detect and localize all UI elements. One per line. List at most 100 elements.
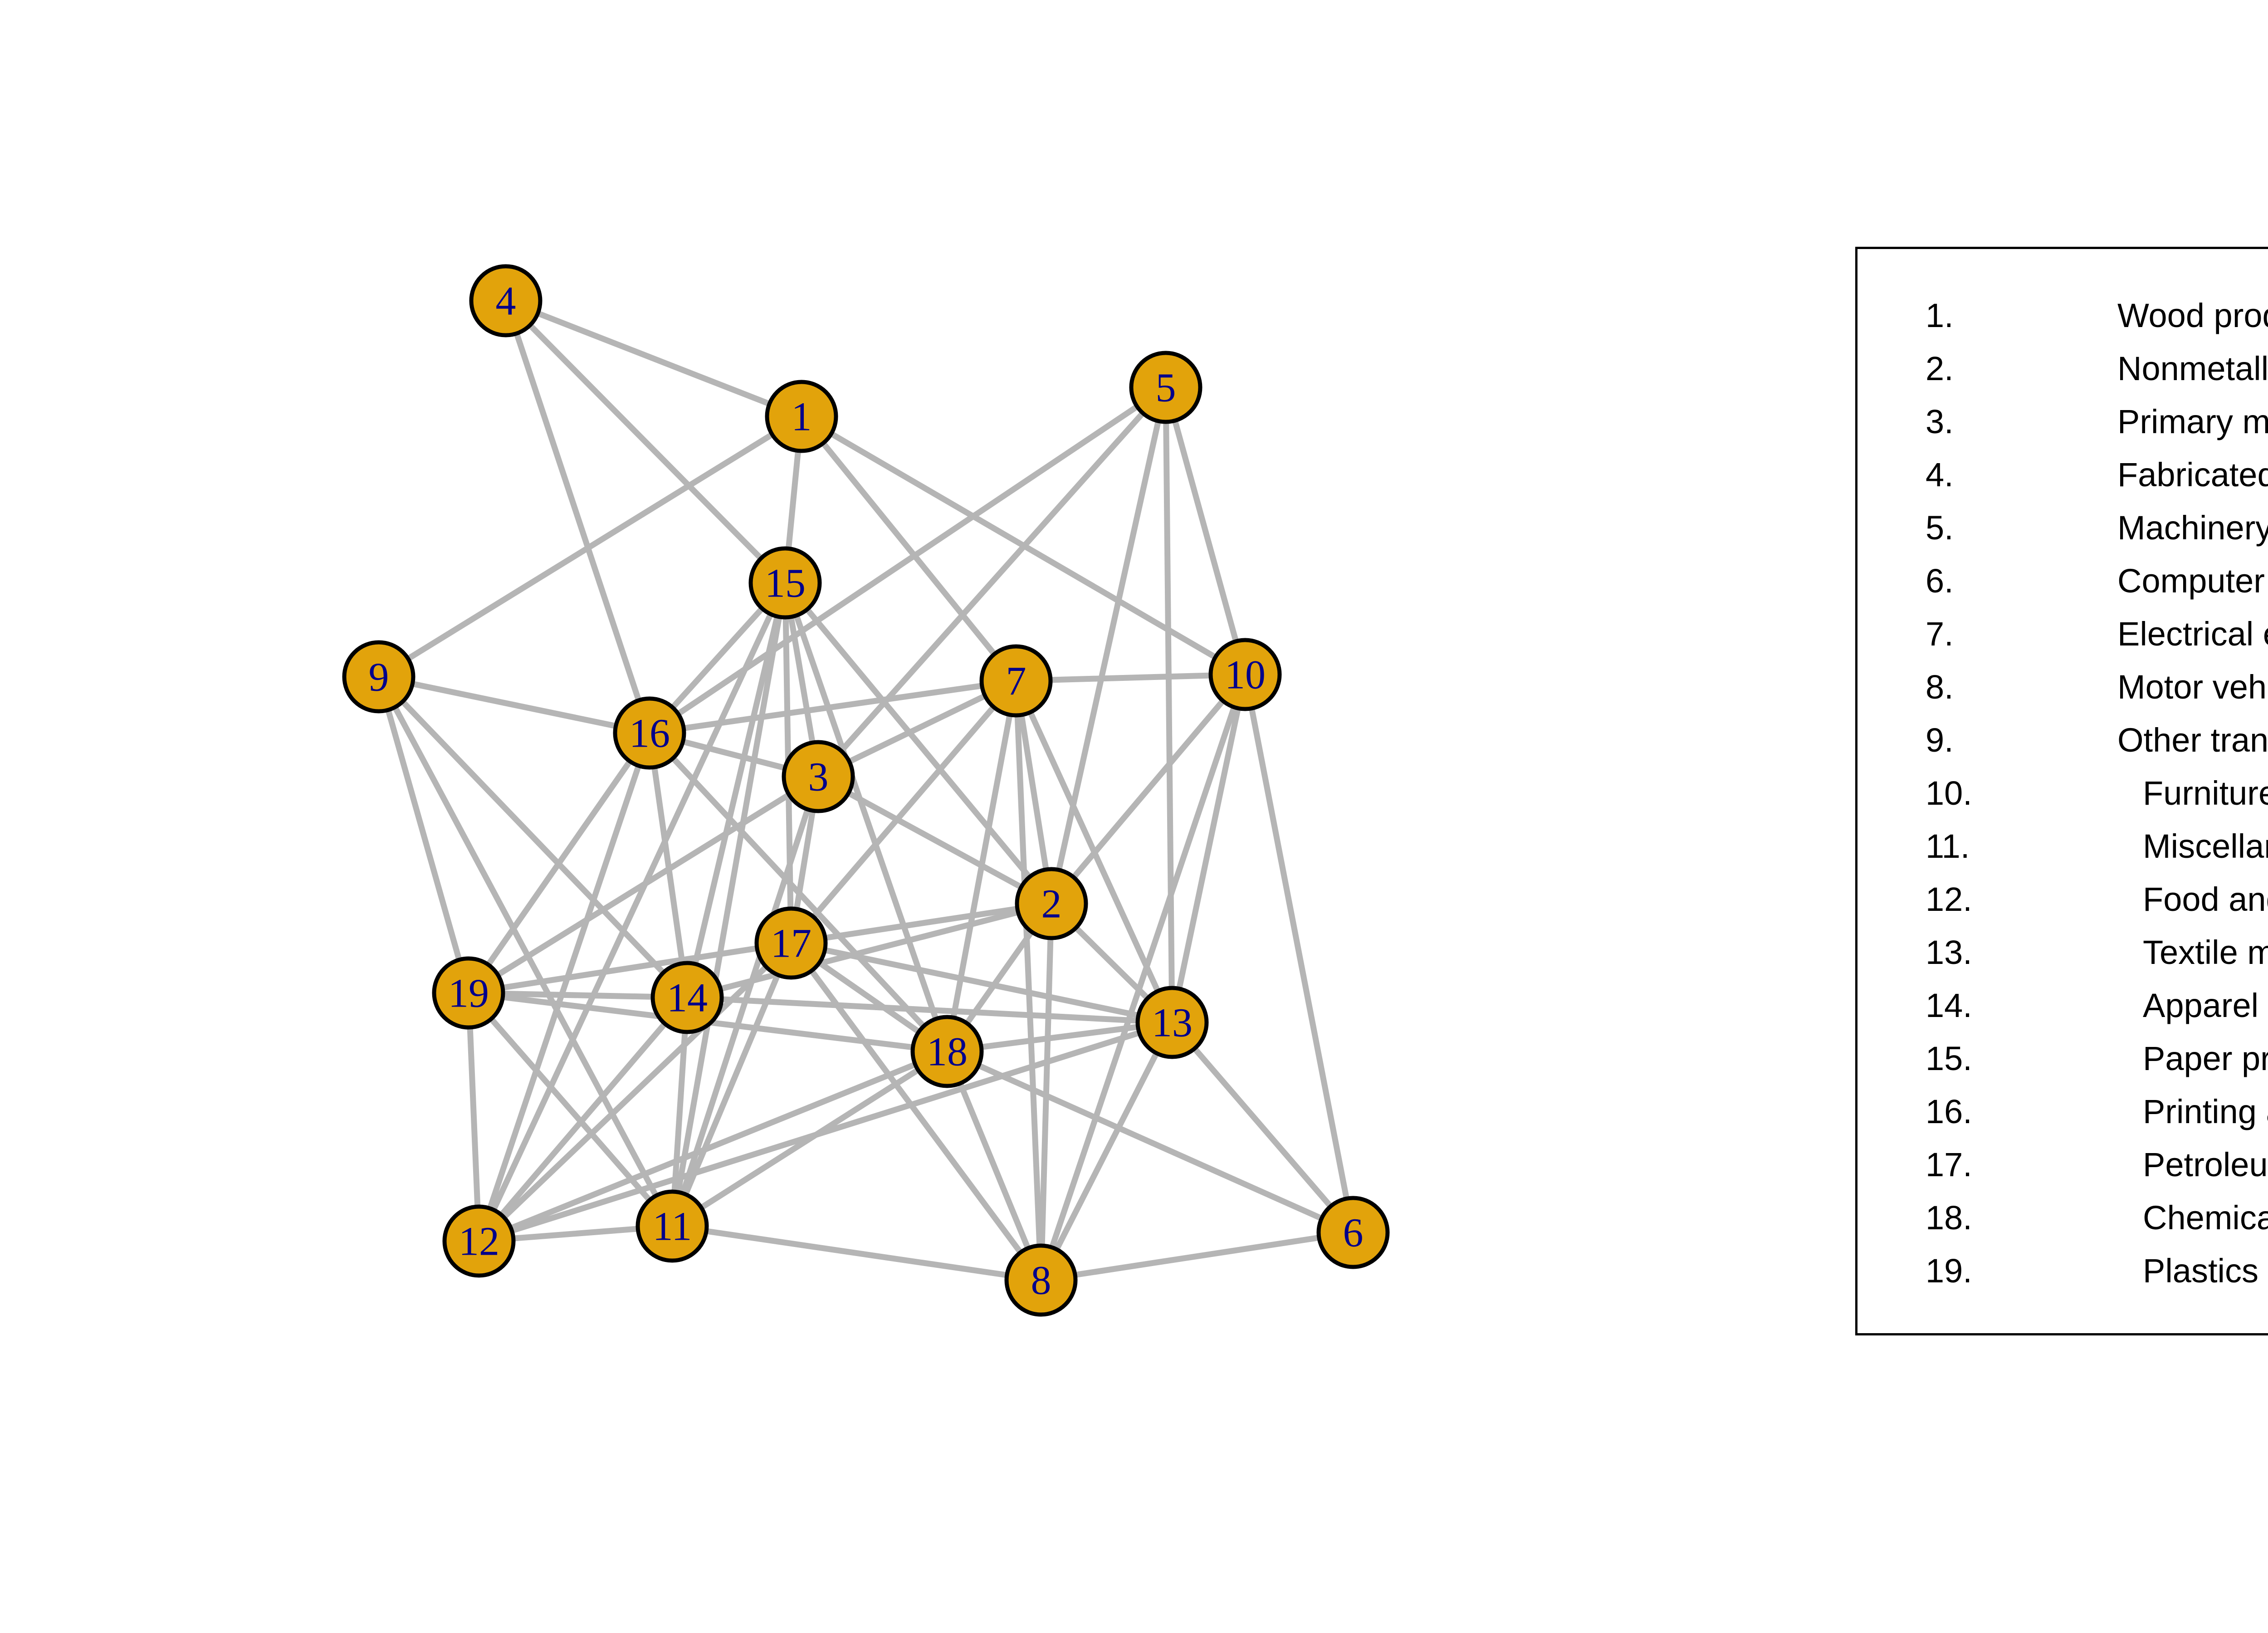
- node-label-15: 15: [765, 561, 806, 606]
- node-label-12: 12: [459, 1219, 499, 1264]
- graph-edge-7-8: [1013, 680, 1044, 1281]
- legend-number: 16.: [1926, 1093, 1972, 1130]
- legend-row-18: 18. Chemical products: [1857, 1191, 2268, 1244]
- graph-edge-13-18: [947, 1019, 1173, 1055]
- graph-edge-8-13: [1038, 1021, 1175, 1281]
- graph-edge-14-16: [646, 733, 690, 998]
- node-label-19: 19: [448, 971, 489, 1016]
- legend-number: 13.: [1926, 934, 1972, 971]
- graph-node-9: 9: [342, 640, 415, 714]
- legend-row-11: 11. Miscellaneous manufacturing: [1857, 820, 2268, 873]
- graph-edge-8-17: [788, 941, 1044, 1282]
- graph-edge-7-18: [944, 680, 1019, 1052]
- legend-label: Primary metals: [2117, 403, 2268, 440]
- legend-row-4: 4.Fabricated metal products: [1857, 448, 2268, 501]
- graph-node-17: 17: [754, 906, 828, 980]
- graph-edge-12-18: [478, 1048, 948, 1244]
- node-label-4: 4: [496, 279, 516, 324]
- node-label-7: 7: [1006, 659, 1026, 704]
- node-circle-11: [635, 1189, 709, 1263]
- graph-edge-14-15: [684, 582, 788, 998]
- graph-edge-1-4: [504, 298, 803, 420]
- graph-edge-11-19: [466, 991, 675, 1228]
- node-circle-6: [1316, 1196, 1390, 1269]
- graph-node-11: 11: [635, 1189, 709, 1263]
- graph-edge-5-13: [1163, 387, 1175, 1023]
- graph-node-4: 4: [469, 264, 543, 337]
- legend-row-1: 1.Wood products: [1857, 289, 2268, 342]
- graph-edge-7-16: [649, 678, 1017, 736]
- graph-edge-9-19: [376, 676, 472, 994]
- graph-edge-9-16: [378, 674, 650, 736]
- graph-edge-2-3: [816, 774, 1053, 906]
- legend-number: 6.: [1926, 562, 1954, 600]
- legend-label: Other transportation equipment: [2117, 721, 2268, 759]
- legend-label: Printing and related support activities: [2143, 1093, 2268, 1130]
- node-circle-12: [442, 1204, 516, 1278]
- legend-label: Furniture and related products: [2143, 774, 2268, 812]
- legend-number: 2.: [1926, 350, 1954, 387]
- node-circle-7: [979, 644, 1053, 718]
- graph-edge-8-10: [1038, 673, 1248, 1281]
- graph-edge-7-17: [789, 679, 1018, 945]
- graph-edge-3-5: [816, 385, 1168, 779]
- graph-edge-1-7: [799, 414, 1019, 683]
- legend-row-15: 15.Paper products: [1857, 1032, 2268, 1085]
- node-label-11: 11: [653, 1204, 692, 1249]
- graph-edge-10-13: [1169, 674, 1248, 1023]
- legend-label: Petroleum and coal products: [2143, 1146, 2268, 1183]
- graph-node-14: 14: [650, 961, 724, 1034]
- legend-row-5: 5.Machinery: [1857, 501, 2268, 554]
- legend-number: 7.: [1926, 615, 1954, 653]
- graph-edge-9-11: [376, 675, 675, 1228]
- graph-edge-2-7: [1013, 680, 1055, 905]
- graph-node-3: 3: [782, 740, 855, 813]
- graph-edge-3-7: [817, 678, 1017, 779]
- graph-edge-7-13: [1013, 680, 1175, 1024]
- legend-row-7: 7.Electrical equipment, appliances, and …: [1857, 607, 2268, 660]
- graph-edge-2-17: [791, 900, 1052, 946]
- graph-edge-6-10: [1242, 674, 1356, 1233]
- graph-node-12: 12: [442, 1204, 516, 1278]
- graph-edge-11-14: [669, 997, 690, 1227]
- graph-edge-6-8: [1041, 1229, 1354, 1283]
- legend-label: Nonmetallic mineral products: [2117, 350, 2268, 387]
- graph-edge-6-18: [946, 1049, 1354, 1235]
- graph-edge-12-13: [478, 1019, 1173, 1244]
- legend-label: Chemical products: [2143, 1199, 2268, 1237]
- node-circle-1: [765, 380, 838, 453]
- legend-label: Plastics and rubber products: [2143, 1252, 2268, 1290]
- graph-node-5: 5: [1129, 351, 1202, 424]
- node-label-17: 17: [771, 921, 811, 966]
- graph-edge-9-14: [376, 675, 689, 1000]
- node-circle-4: [469, 264, 543, 337]
- graph-node-15: 15: [748, 546, 822, 620]
- legend-row-12: 12.Food and beverage and tobacco product…: [1857, 873, 2268, 926]
- node-label-2: 2: [1041, 882, 1062, 927]
- graph-node-19: 19: [432, 956, 505, 1030]
- graph-edge-12-14: [477, 995, 689, 1243]
- graph-node-18: 18: [910, 1015, 984, 1088]
- graph-edge-11-17: [670, 942, 794, 1227]
- node-label-13: 13: [1152, 1001, 1193, 1046]
- legend-number: 9.: [1926, 721, 1954, 759]
- legend-label: Motor vehicles, bodies and trailers, and…: [2117, 668, 2268, 706]
- graph-edge-11-15: [669, 582, 788, 1227]
- node-label-5: 5: [1156, 366, 1176, 411]
- legend-row-14: 14.Apparel and leather and allied produc…: [1857, 979, 2268, 1032]
- legend-number: 14.: [1926, 987, 1972, 1024]
- legend-number: 5.: [1926, 509, 1954, 547]
- node-circle-15: [748, 546, 822, 620]
- legend-number: 3.: [1926, 403, 1954, 440]
- legend-label: Paper products: [2143, 1040, 2268, 1077]
- legend-label: Miscellaneous manufacturing: [2143, 827, 2268, 865]
- legend-row-2: 2. Nonmetallic mineral products: [1857, 342, 2268, 395]
- node-circle-13: [1135, 986, 1209, 1059]
- graph-edges: [376, 298, 1356, 1283]
- node-circle-3: [782, 740, 855, 813]
- legend-number: 11.: [1926, 827, 1970, 865]
- node-circle-8: [1004, 1243, 1078, 1317]
- legend-number: 18.: [1926, 1199, 1972, 1237]
- graph-edge-17-19: [468, 940, 792, 996]
